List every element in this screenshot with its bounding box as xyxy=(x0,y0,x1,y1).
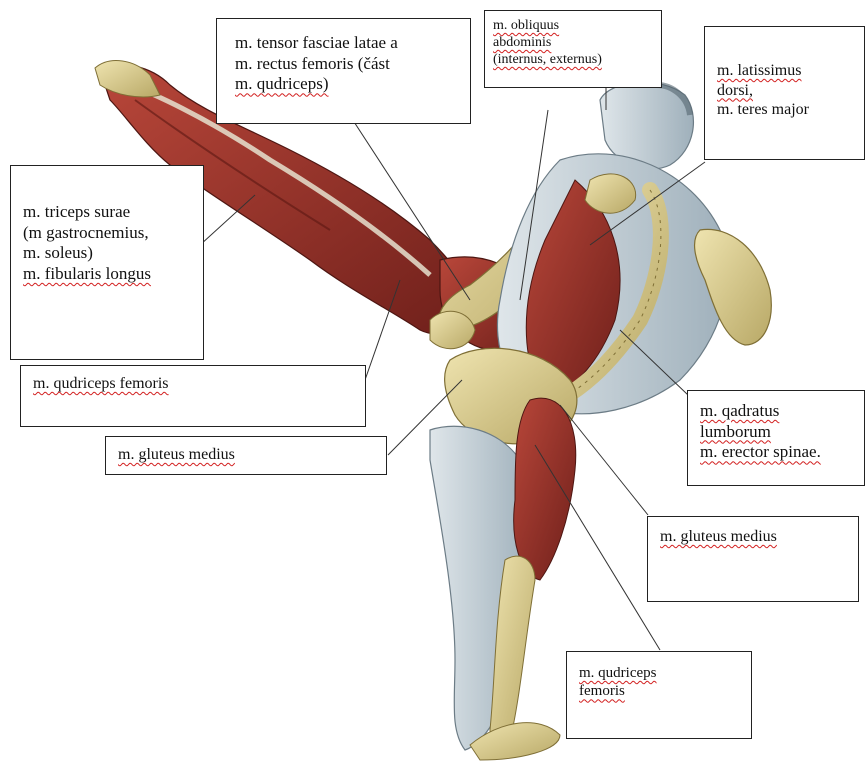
label-line: m. soleus) xyxy=(23,243,195,264)
label-gluteus-medius-left: m. gluteus medius xyxy=(105,436,387,475)
label-line: m. qadratus xyxy=(700,401,856,422)
label-gluteus-medius-right: m. gluteus medius xyxy=(647,516,859,602)
label-line: m. obliquus xyxy=(493,17,653,34)
label-tensor-fasciae-latae: m. tensor fasciae latae a m. rectus femo… xyxy=(216,18,471,124)
label-line: (internus, externus) xyxy=(493,51,653,68)
label-obliquus-abdominis: m. obliquus abdominis (internus, externu… xyxy=(484,10,662,88)
label-triceps-surae: m. triceps surae (m gastrocnemius, m. so… xyxy=(10,165,204,360)
label-line: lumborum xyxy=(700,422,856,443)
label-line: abdominis xyxy=(493,34,653,51)
label-quadriceps-femoris-bottom: m. qudriceps femoris xyxy=(566,651,752,739)
label-line: m. qudriceps) xyxy=(235,74,458,95)
label-line: m. qudriceps femoris xyxy=(33,374,353,394)
label-line: (m gastrocnemius, xyxy=(23,223,195,244)
label-line: m. fibularis longus xyxy=(23,264,195,285)
label-quadriceps-femoris-left: m. qudriceps femoris xyxy=(20,365,366,427)
label-line: m. latissimus xyxy=(717,61,856,81)
label-line: m. tensor fasciae latae a xyxy=(235,33,458,54)
label-quadratus-lumborum: m. qadratus lumborum m. erector spinae. xyxy=(687,390,865,486)
label-line: m. erector spinae. xyxy=(700,442,856,463)
standing-leg xyxy=(430,398,576,760)
label-line: m. teres major xyxy=(717,100,856,120)
label-line: m. triceps surae xyxy=(23,202,195,223)
label-latissimus-dorsi: m. latissimus dorsi, m. teres major xyxy=(704,26,865,160)
label-line: m. qudriceps xyxy=(579,664,739,682)
label-line: m. gluteus medius xyxy=(118,445,374,465)
label-line: femoris xyxy=(579,682,739,700)
label-line: m. gluteus medius xyxy=(660,527,846,547)
label-line: dorsi, xyxy=(717,81,856,101)
label-line: m. rectus femoris (část xyxy=(235,54,458,75)
